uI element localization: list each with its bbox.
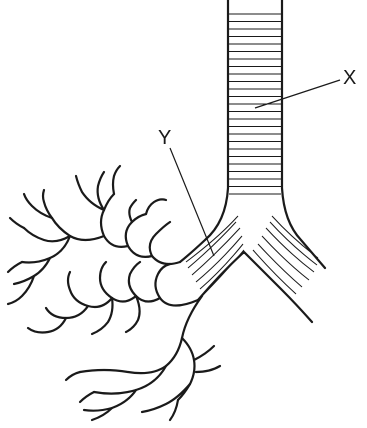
bronchus-rings [186,216,318,296]
lower-branch [100,262,136,302]
middle-branch [10,218,24,228]
lower-branch [92,298,113,334]
label-y: Y [158,127,171,149]
label-y-leader [170,148,214,256]
right-bronchus-ring [253,250,296,294]
trachea-rings [229,14,281,194]
label-x: X [343,67,356,89]
trachea-right-wall [282,0,325,268]
trachea [180,0,325,268]
upper-branch [113,166,120,194]
lower-branch [28,318,66,333]
inferior-bronchus [142,384,190,412]
inferior-bronchus [80,392,94,402]
upper-branch [146,199,166,214]
upper-branch [98,172,104,210]
upper-branch [150,222,180,264]
lower-branch [46,306,88,318]
carina [198,252,312,322]
inferior-bronchus [178,338,195,400]
upper-branch [101,194,128,247]
middle-branch [24,194,52,218]
left-bronchus-ring [200,244,243,289]
upper-branch [126,214,152,257]
trachea-left-wall [180,0,228,262]
bronchial-tree [8,166,220,420]
inferior-bronchus [170,400,178,420]
right-bronchus-ring [258,244,302,287]
label-x-leader [255,80,340,108]
inferior-bronchus [194,346,214,360]
lower-branch [155,264,198,306]
inferior-bronchus [66,372,80,380]
middle-branch [8,276,34,304]
middle-branch [8,262,22,272]
middle-branch [52,218,104,240]
inferior-bronchus [196,366,220,372]
lower-branch [68,272,112,307]
